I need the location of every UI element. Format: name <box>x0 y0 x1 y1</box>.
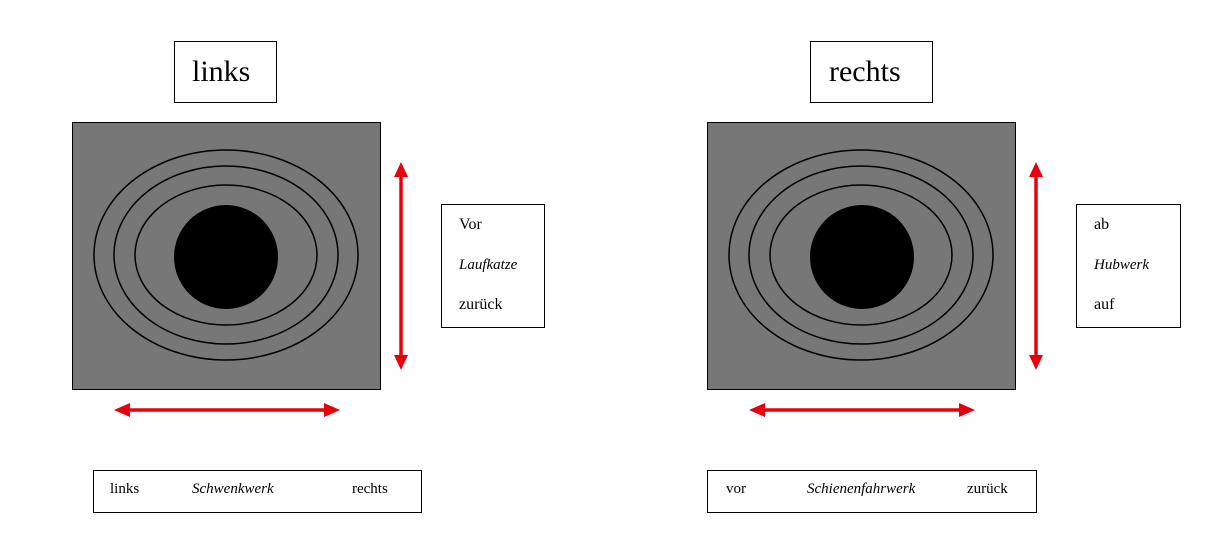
left-bottom-label-box: links Schwenkwerk rechts <box>93 470 422 513</box>
right-bottom-right: zurück <box>967 481 1008 497</box>
right-joystick-graphic <box>728 149 994 361</box>
left-side-bottom: zurück <box>459 296 503 313</box>
left-vertical-arrow <box>394 162 408 370</box>
right-horizontal-arrow <box>749 403 975 417</box>
left-joystick-graphic <box>93 149 359 361</box>
right-ring-middle <box>748 165 974 345</box>
left-title-box: links <box>174 41 277 103</box>
left-bottom-middle: Schwenkwerk <box>192 481 274 497</box>
right-side-bottom: auf <box>1094 296 1115 313</box>
left-side-label-box: Vor Laufkatze zurück <box>441 204 545 328</box>
right-bottom-middle: Schienenfahrwerk <box>807 481 916 497</box>
left-bottom-left: links <box>110 481 140 497</box>
right-side-label-box: ab Hubwerk auf <box>1076 204 1181 328</box>
right-knob <box>810 205 914 309</box>
right-side-top: ab <box>1094 216 1110 233</box>
left-joystick[interactable] <box>72 122 381 390</box>
right-joystick[interactable] <box>707 122 1016 390</box>
left-bottom-right: rechts <box>352 481 388 497</box>
left-side-middle: Laufkatze <box>459 257 518 273</box>
right-ring-inner <box>769 184 953 326</box>
left-ring-middle <box>113 165 339 345</box>
right-side-middle: Hubwerk <box>1094 257 1149 273</box>
right-bottom-left: vor <box>726 481 746 497</box>
left-title: links <box>192 55 251 88</box>
left-horizontal-arrow <box>114 403 340 417</box>
left-side-top: Vor <box>459 216 482 233</box>
left-ring-outer <box>93 149 359 361</box>
right-title-box: rechts <box>810 41 933 103</box>
left-knob <box>174 205 278 309</box>
right-vertical-arrow <box>1029 162 1043 370</box>
right-bottom-label-box: vor Schienenfahrwerk zurück <box>707 470 1037 513</box>
right-title: rechts <box>829 55 901 88</box>
right-ring-outer <box>728 149 994 361</box>
left-ring-inner <box>134 184 318 326</box>
